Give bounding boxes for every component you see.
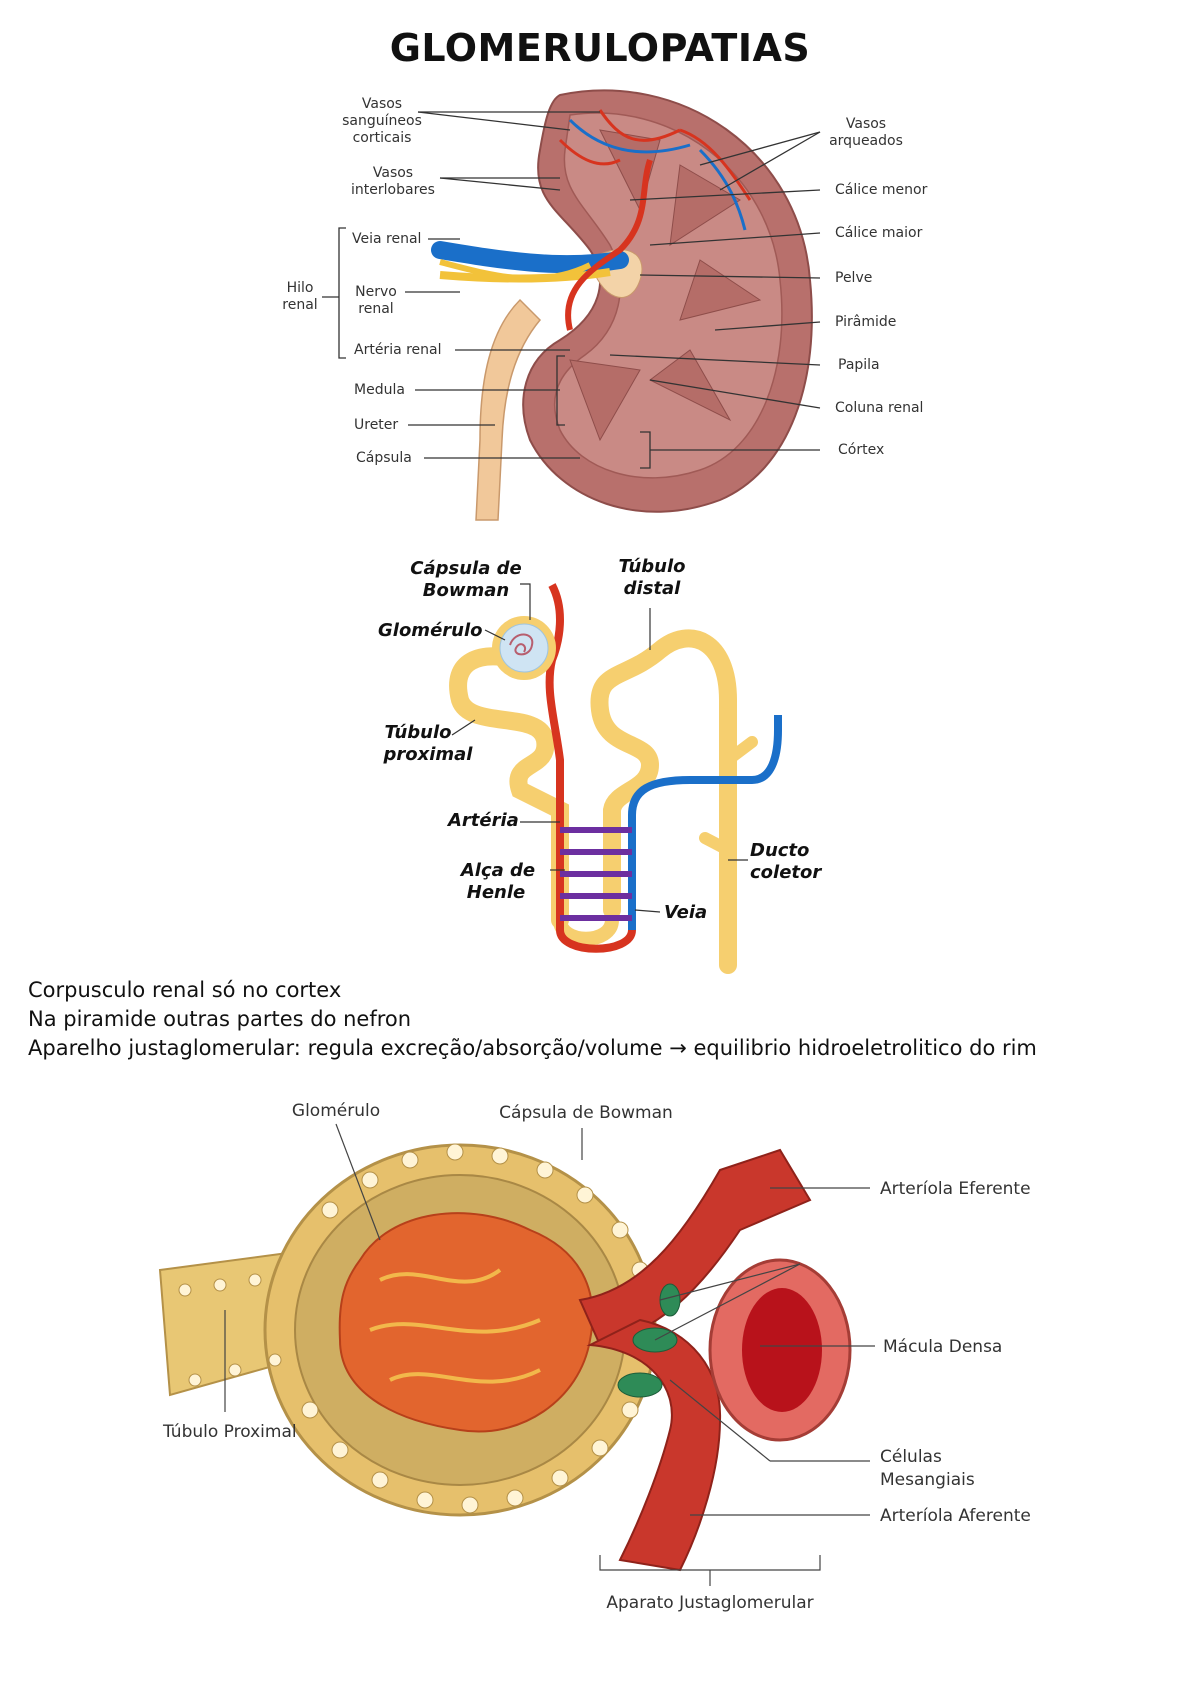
label-arteriola-aferente: Arteríola Aferente bbox=[880, 1506, 1031, 1526]
distal-tubule-shape bbox=[590, 629, 737, 919]
collecting-duct-branch bbox=[699, 736, 758, 856]
label-arteria-renal: Artéria renal bbox=[354, 342, 442, 358]
label-medula: Medula bbox=[354, 382, 405, 398]
vein-shape bbox=[628, 715, 782, 930]
label-pelve: Pelve bbox=[835, 270, 872, 286]
label-aparato-justaglomerular: Aparato Justaglomerular bbox=[606, 1593, 813, 1613]
label-tubulo-proximal: Túbulo Proximal bbox=[162, 1422, 297, 1442]
kidney-leader-lines bbox=[322, 111, 821, 469]
artery-shape bbox=[545, 583, 636, 953]
glomerulus-tuft bbox=[338, 1212, 594, 1433]
label-arteria: Artéria bbox=[446, 810, 519, 831]
label-ducto-coletor: Ducto bbox=[750, 840, 809, 861]
label-papila: Papila bbox=[838, 357, 880, 373]
label-coluna-renal: Coluna renal bbox=[835, 400, 923, 416]
label-arteriola-eferente: Arteríola Eferente bbox=[880, 1179, 1031, 1199]
pyramid-shape bbox=[669, 164, 741, 246]
capillary-rungs bbox=[560, 827, 632, 921]
macula-densa-lumen bbox=[742, 1288, 822, 1412]
label-cortex: Córtex bbox=[838, 442, 884, 458]
label-macula-densa: Mácula Densa bbox=[883, 1337, 1002, 1357]
glomerulus-coil bbox=[509, 633, 534, 656]
label-vasos-interlobares: Vasos bbox=[373, 165, 413, 181]
label-vasos-sanguineos: sanguíneos bbox=[342, 113, 422, 129]
pyramid-shape bbox=[679, 259, 762, 321]
label-glomerulo: Glomérulo bbox=[378, 620, 483, 641]
label-vasos-sanguineos: corticais bbox=[353, 130, 412, 146]
pyramid-shape bbox=[649, 349, 732, 422]
ureter-shape bbox=[475, 298, 542, 521]
label-vasos-sanguineos: Vasos bbox=[362, 96, 402, 112]
label-hilo-renal: renal bbox=[282, 297, 317, 313]
nephron-leader-lines bbox=[451, 583, 748, 913]
label-nervo-renal: Nervo bbox=[355, 284, 397, 300]
page-title: GLOMERULOPATIAS bbox=[389, 26, 811, 70]
label-veia: Veia bbox=[664, 902, 707, 923]
label-capsula: Cápsula bbox=[356, 450, 412, 466]
label-tubulo-distal: Túbulo bbox=[618, 556, 685, 577]
label-alca-henle: Henle bbox=[467, 882, 525, 903]
label-glomerulo: Glomérulo bbox=[292, 1101, 380, 1121]
label-tubulo-proximal: Túbulo bbox=[384, 722, 451, 743]
capsule-cells bbox=[178, 1143, 649, 1514]
renal-nerve-shape bbox=[439, 259, 592, 282]
label-nervo-renal: renal bbox=[358, 301, 393, 317]
label-capsula-bowman: Cápsula de bbox=[410, 558, 521, 579]
label-calice-menor: Cálice menor bbox=[835, 182, 928, 198]
glomerulus-capillaries bbox=[369, 1268, 541, 1384]
juxta-leader-lines bbox=[224, 1123, 875, 1586]
label-tubulo-proximal: proximal bbox=[383, 744, 474, 765]
note-line: Corpusculo renal só no cortex bbox=[28, 978, 342, 1002]
note-line: Aparelho justaglomerular: regula excreçã… bbox=[28, 1036, 1037, 1060]
pyramid-shape bbox=[569, 359, 641, 442]
glomerulus-shape bbox=[499, 623, 549, 673]
label-ducto-coletor: coletor bbox=[750, 862, 822, 883]
cortical-artery-shape bbox=[558, 109, 752, 201]
notes-block: Corpusculo renal só no cortex Na piramid… bbox=[28, 976, 1037, 1063]
label-celulas-mesangiais: Mesangiais bbox=[880, 1470, 975, 1490]
cortical-vein-shape bbox=[568, 118, 747, 231]
label-capsula-bowman: Bowman bbox=[423, 580, 509, 601]
proximal-tubule-shape bbox=[449, 647, 569, 929]
label-vasos-interlobares: interlobares bbox=[351, 182, 435, 198]
label-capsula-bowman: Cápsula de Bowman bbox=[499, 1103, 673, 1123]
label-calice-maior: Cálice maior bbox=[835, 225, 923, 241]
label-piramide: Pirâmide bbox=[835, 314, 896, 330]
label-vasos-arqueados: arqueados bbox=[829, 133, 903, 149]
label-veia-renal: Veia renal bbox=[352, 231, 421, 247]
label-celulas-mesangiais: Células bbox=[880, 1447, 942, 1467]
label-tubulo-distal: distal bbox=[624, 578, 682, 599]
note-line: Na piramide outras partes do nefron bbox=[28, 1007, 412, 1031]
renal-artery-shape bbox=[565, 159, 653, 331]
label-ureter: Ureter bbox=[354, 417, 398, 433]
label-vasos-arqueados: Vasos bbox=[846, 116, 886, 132]
label-hilo-renal: Hilo bbox=[287, 280, 314, 296]
label-alca-henle: Alça de bbox=[459, 860, 535, 881]
